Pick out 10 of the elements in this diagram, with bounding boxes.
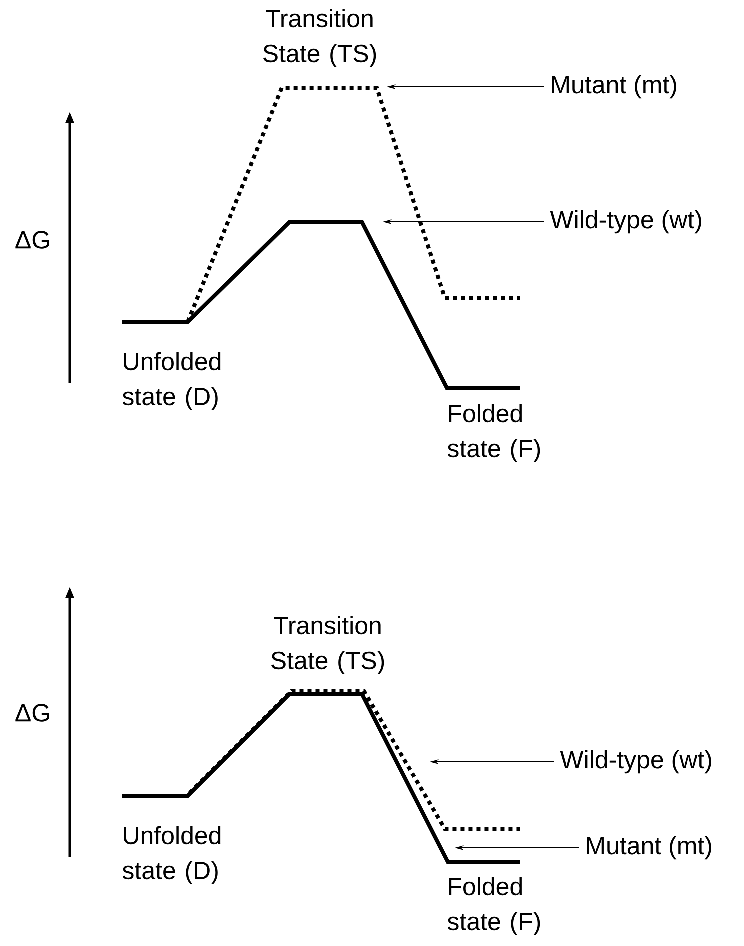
state-label: Unfolded state (D) [122,352,221,410]
curve-label: Mutant (mt) [552,75,676,99]
axis-label: ΔG [16,231,50,249]
dotted-energy-curve [186,86,520,323]
state-label: Unfolded state (D) [122,826,221,884]
axis-label: ΔG [16,704,50,722]
curve-label: Wild-type (wt) [560,750,712,774]
curve-label: Wild-type (wt) [550,210,702,234]
curve-label: Mutant (mt) [587,836,712,860]
state-label: Transition State (TS) [271,616,384,674]
